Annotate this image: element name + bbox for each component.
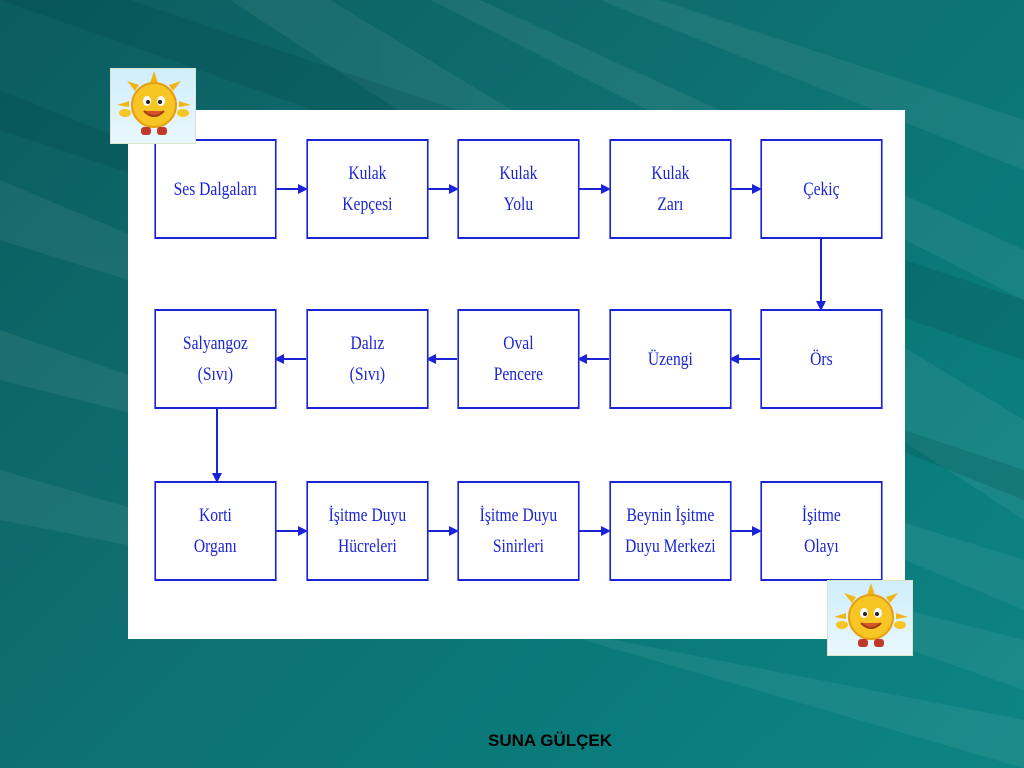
flow-box-isitme-olayi: İşitme Olayı (760, 481, 883, 581)
flow-box-salyangoz: Salyangoz (Sıvı) (154, 309, 277, 409)
flow-box-kulak-yolu: Kulak Yolu (457, 139, 580, 239)
sun-mascot-icon (827, 580, 913, 656)
flow-box-beyin-isitme-merkezi: Beynin İşitme Duyu Merkezi (609, 481, 732, 581)
flow-box-isitme-duyu-sinirleri: İşitme Duyu Sinirleri (457, 481, 580, 581)
flow-box-daliz: Dalız (Sıvı) (306, 309, 429, 409)
flow-box-ors: Örs (760, 309, 883, 409)
diagram-arrows (212, 184, 826, 536)
flow-box-kulak-kepcesi: Kulak Kepçesi (306, 139, 429, 239)
flow-box-isitme-duyu-hucreleri: İşitme Duyu Hücreleri (306, 481, 429, 581)
diagram-panel: Ses Dalgaları Kulak Kepçesi Kulak Yolu Kula… (128, 110, 905, 639)
flow-box-ses-dalgalari: Ses Dalgaları (154, 139, 277, 239)
flow-box-korti-organi: Korti Organı (154, 481, 277, 581)
flow-box-oval-pencere: Oval Pencere (457, 309, 580, 409)
flow-box-kulak-zari: Kulak Zarı (609, 139, 732, 239)
flow-box-cekic: Çekiç (760, 139, 883, 239)
sun-mascot-icon (110, 68, 196, 144)
flow-box-uzengi: Üzengi (609, 309, 732, 409)
author-footer: SUNA GÜLÇEK (488, 731, 613, 750)
